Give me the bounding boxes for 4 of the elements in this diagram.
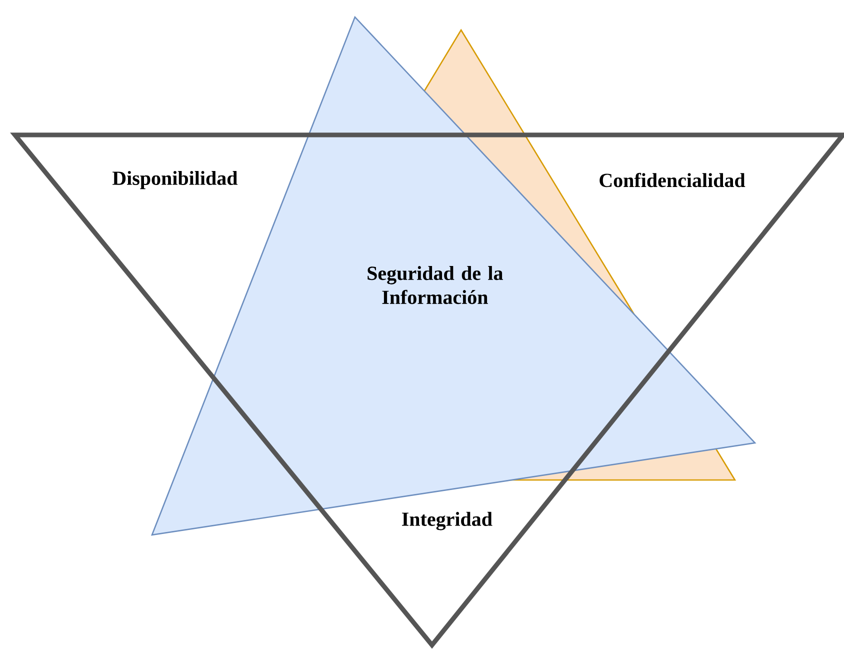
label: Confidencialidad [600, 172, 746, 188]
label: Integridad [402, 512, 492, 530]
label: Disponibilidad [112, 170, 238, 190]
label: Seguridad de la Información [368, 266, 503, 304]
